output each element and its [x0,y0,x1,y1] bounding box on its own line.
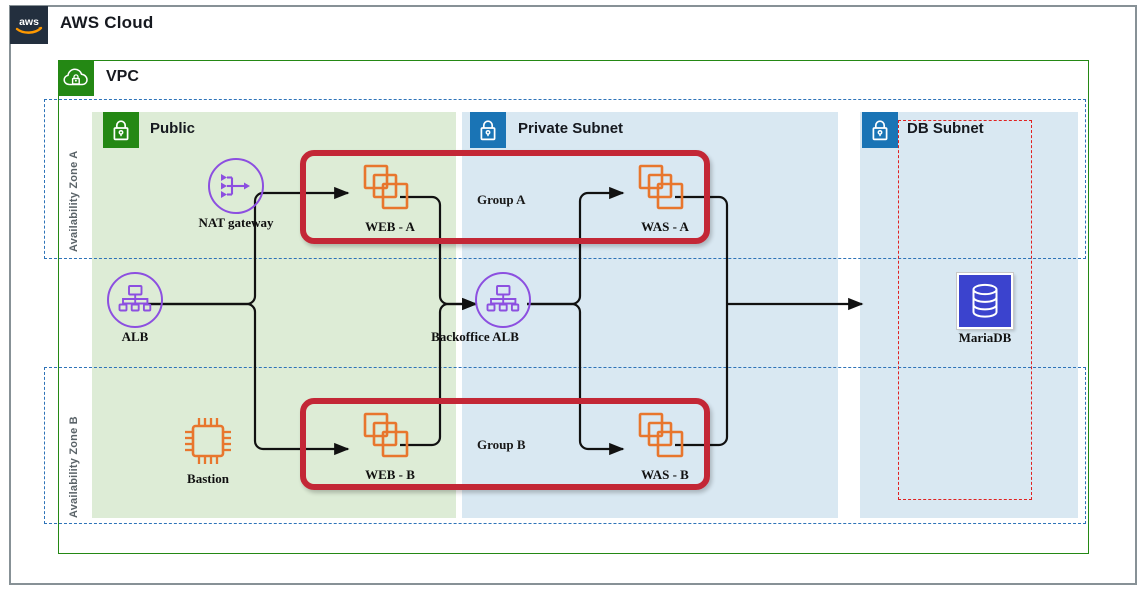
public-subnet-lock-icon [103,112,139,148]
aws-logo-icon: aws [10,6,48,44]
private-subnet-lock-icon [470,112,506,148]
bastion-label: Bastion [187,471,229,486]
db-subnet-label: DB Subnet [907,120,984,137]
group-b-label: Group B [477,437,526,452]
svg-text:aws: aws [19,16,39,28]
node-nat-gateway[interactable]: NAT gateway [176,158,296,231]
node-web-b[interactable]: WEB - B [330,408,450,483]
private-subnet-label: Private Subnet [518,120,624,137]
page-title: AWS Cloud [60,13,154,32]
node-bastion[interactable]: Bastion [148,412,268,487]
ec2-chip-icon [179,412,237,470]
node-mariadb[interactable]: MariaDB [925,273,1045,346]
db-security-group-boundary [898,120,1032,500]
alb-label: ALB [121,329,149,344]
ec2-instances-icon [361,160,419,218]
availability-zone-b-label: Availability Zone B [68,416,80,518]
node-was-b[interactable]: WAS - B [605,408,725,483]
nat-gateway-label: NAT gateway [198,215,274,230]
availability-zone-a-label: Availability Zone A [68,150,80,252]
public-subnet-label: Public [150,120,196,137]
nat-gateway-icon [208,158,264,214]
ec2-instances-icon [636,408,694,466]
db-subnet-lock-icon [862,112,898,148]
backoffice-alb-label: Backoffice ALB [431,329,519,344]
database-icon [957,273,1013,329]
group-a-label: Group A [477,192,526,207]
web-a-label: WEB - A [365,219,415,234]
ec2-instances-icon [361,408,419,466]
group-b-boundary [300,398,710,490]
load-balancer-icon [107,272,163,328]
load-balancer-icon [475,272,531,328]
vpc-boundary [58,60,1089,554]
was-a-label: WAS - A [641,219,689,234]
vpc-label: VPC [106,68,139,85]
web-b-label: WEB - B [365,467,415,482]
ec2-instances-icon [636,160,694,218]
node-backoffice-alb[interactable]: Backoffice ALB [431,272,563,345]
vpc-cloud-lock-icon [58,60,94,96]
was-b-label: WAS - B [641,467,689,482]
node-was-a[interactable]: WAS - A [605,160,725,235]
node-web-a[interactable]: WEB - A [330,160,450,235]
group-a-boundary [300,150,710,244]
node-alb[interactable]: ALB [75,272,195,345]
mariadb-label: MariaDB [958,330,1012,345]
